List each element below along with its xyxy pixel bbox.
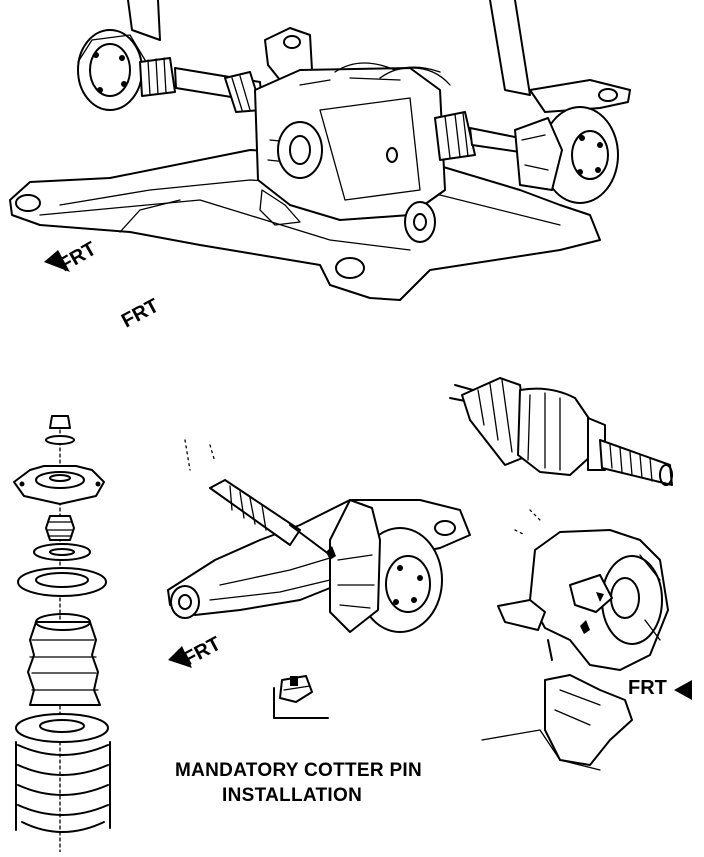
front-direction-arrow-icon	[168, 646, 192, 668]
front-direction-arrow-icon	[44, 250, 70, 272]
frt-arrow-knuckle: FRT	[628, 677, 692, 700]
frt-label-top-arrow: FRT	[56, 238, 101, 276]
rear-axle-assembly-illustration	[9, 0, 631, 301]
frt-label-control-arm: FRT	[180, 633, 225, 671]
caption-line-2: INSTALLATION	[222, 785, 363, 806]
caption-line-1: MANDATORY COTTER PIN	[175, 760, 423, 781]
control-arm-knuckle-illustration	[167, 439, 471, 633]
frt-arrow-top: FRT	[44, 238, 100, 276]
frt-arrow-control-arm: FRT	[168, 633, 225, 671]
cv-joint-illustration	[449, 377, 673, 486]
front-direction-arrow-icon	[674, 680, 692, 700]
knuckle-illustration	[481, 509, 669, 771]
cotter-pin-detail	[273, 675, 329, 719]
frt-label-top-plain: FRT	[118, 295, 163, 333]
frt-label-knuckle: FRT	[628, 677, 667, 699]
strut-exploded-view	[13, 415, 111, 853]
